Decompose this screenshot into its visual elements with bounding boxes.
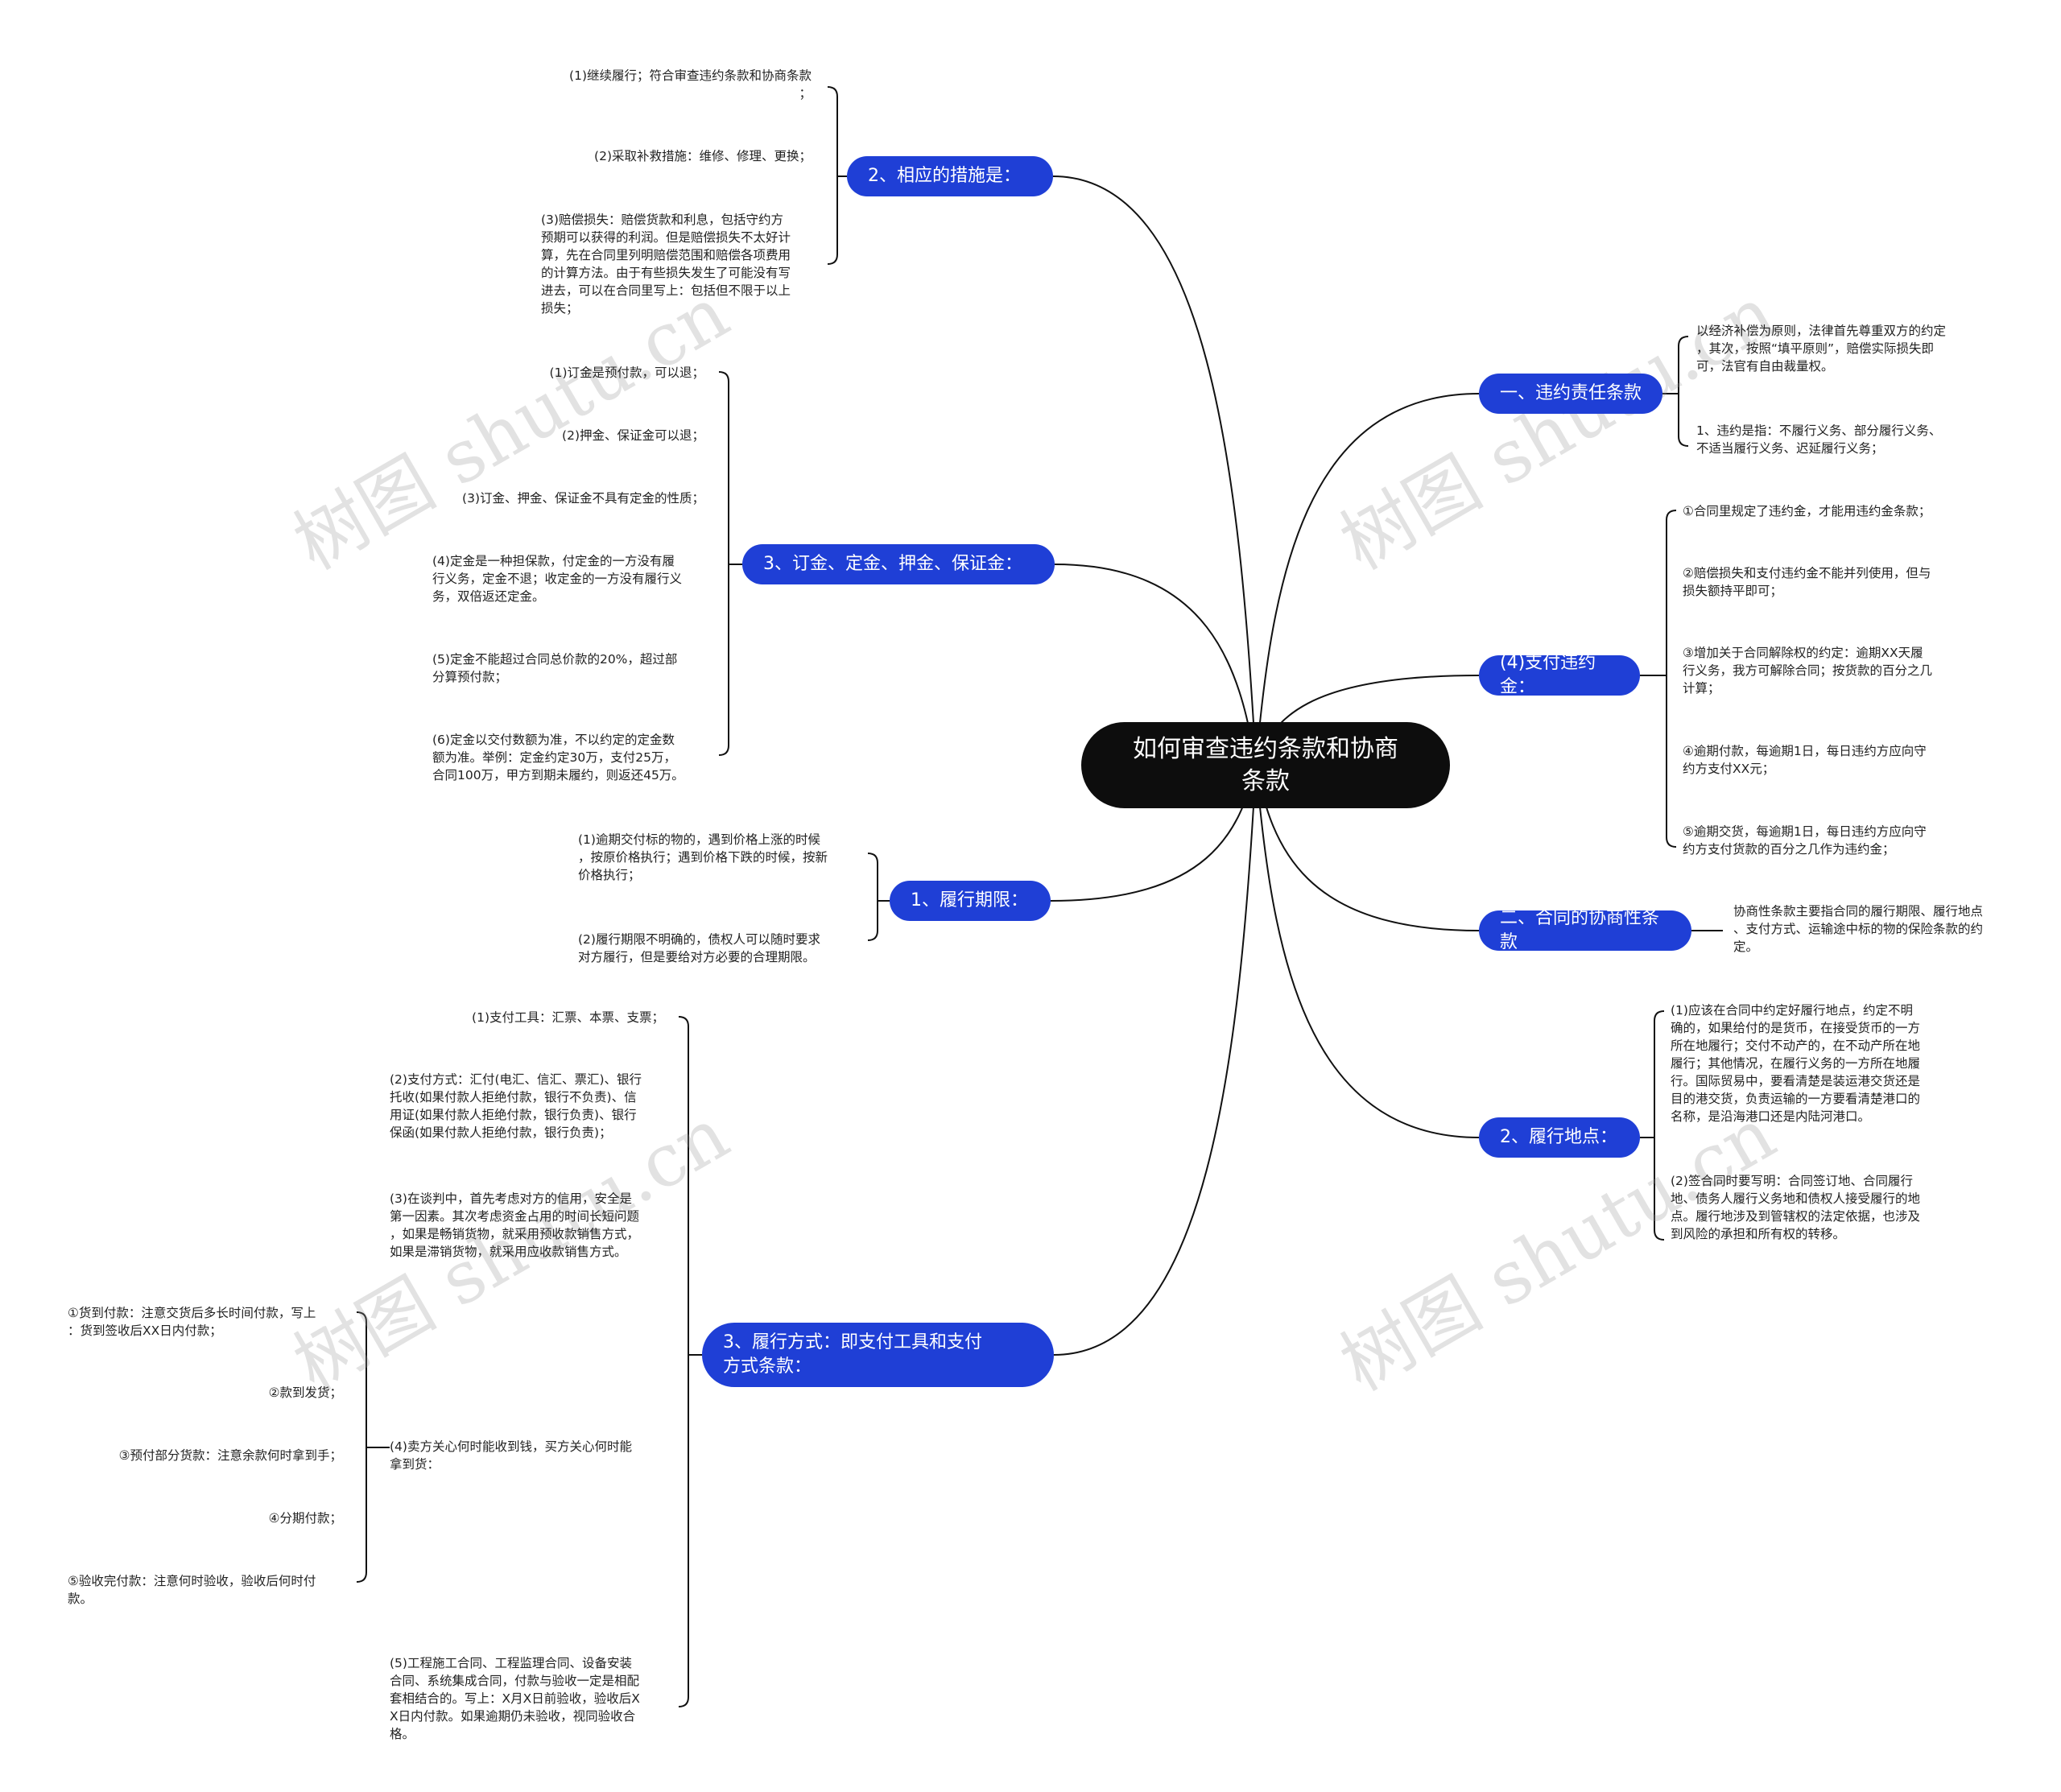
leaf-item: (1)订金是预付款，可以退；: [549, 365, 704, 380]
leaf-item: ③预付部分货款：注意余款何时拿到手；: [118, 1448, 342, 1463]
bracket-line: [1678, 336, 1689, 447]
leaf-item: (3)赔偿损失：赔偿货款和利息，包括守约方 预期可以获得的利润。但是赔偿损失不太…: [541, 213, 791, 316]
leaf-item: 以经济补偿为原则，法律首先尊重双方的约定 ，其次，按照“填平原则”，赔偿实际损失…: [1696, 324, 1947, 374]
branch-label: 一、违约责任条款: [1500, 383, 1642, 403]
leaf-item: (1)逾期交付标的物的，遇到价格上涨的时候 ，按原价格执行；遇到价格下跌的时候，…: [578, 832, 828, 882]
root-topic-label: 如何审查违约条款和协商 条款: [1133, 734, 1398, 795]
bracket-line: [867, 853, 878, 941]
leaf-item: ①合同里规定了违约金，才能用违约金条款；: [1683, 504, 1931, 518]
leaf-item: ④逾期付款，每逾期1日，每日违约方应向守 约方支付XX元；: [1683, 744, 1927, 776]
leaf-item: (2)签合同时要写明：合同签订地、合同履行 地、债务人履行义务地和债权人接受履行…: [1671, 1174, 1921, 1241]
branch-period[interactable]: 1、履行期限：: [890, 881, 1051, 921]
branch-label: 2、相应的措施是：: [868, 166, 1021, 186]
branch-label: 1、履行期限：: [911, 890, 1028, 910]
branch-deposit[interactable]: 3、订金、定金、押金、保证金：: [742, 544, 1055, 584]
leaf-item: (2)采取补救措施：维修、修理、更换；: [594, 149, 812, 163]
leaf-item: (1)支付工具：汇票、本票、支票；: [472, 1010, 664, 1025]
branch-payment[interactable]: 3、履行方式：即支付工具和支付 方式条款：: [702, 1323, 1054, 1387]
leaf-item: (3)在谈判中，首先考虑对方的信用，安全是 第一因素。其次考虑资金占用的时间长短…: [390, 1191, 640, 1259]
root-branch-connector: [1255, 393, 1480, 766]
leaf-item: 1、违约是指：不履行义务、部分履行义务、 不适当履行义务、迟延履行义务；: [1696, 423, 1942, 456]
leaf-item: 协商性条款主要指合同的履行期限、履行地点 、支付方式、运输途中标的物的保险条款的…: [1733, 904, 1984, 954]
leaf-item: (6)定金以交付数额为准，不以约定的定金数 额为准。举例：定金约定30万，支付2…: [432, 733, 684, 782]
branch-negotiation[interactable]: 二、合同的协商性条款: [1479, 908, 1691, 952]
leaf-item: ②赔偿损失和支付违约金不能并列使用，但与 损失额持平即可；: [1683, 566, 1931, 598]
branch-label: (4)支付违约金：: [1500, 653, 1596, 697]
branch-label: 3、订金、定金、押金、保证金：: [763, 554, 1022, 574]
bracket-line: [1654, 1010, 1665, 1241]
leaf-item: (2)履行期限不明确的，债权人可以随时要求 对方履行，但是要给对方必要的合理期限…: [578, 932, 820, 964]
leaf-item: ④分期付款；: [268, 1511, 342, 1526]
branch-label: 2、履行地点：: [1500, 1127, 1617, 1147]
leaf-item: ⑤验收完付款：注意何时验收，验收后何时付 款。: [68, 1574, 316, 1606]
branch-liability[interactable]: 一、违约责任条款: [1479, 374, 1662, 414]
leaf-item: ③增加关于合同解除权的约定：逾期XX天履 行义务，我方可解除合同；按货款的百分之…: [1683, 646, 1933, 696]
leaf-item: (5)工程施工合同、工程监理合同、设备安装 合同、系统集成合同，付款与验收一定是…: [390, 1656, 640, 1741]
branch-penalty[interactable]: (4)支付违约金：: [1479, 653, 1640, 697]
bracket-line: [678, 1016, 689, 1707]
leaf-item: ⑤逾期交货，每逾期1日，每日违约方应向守 约方支付货款的百分之几作为违约金；: [1683, 824, 1927, 857]
root-branch-connector: [1255, 764, 1480, 1138]
leaf-item: (2)支付方式：汇付(电汇、信汇、票汇)、银行 托收(如果付款人拒绝付款，银行不…: [390, 1072, 642, 1140]
leaf-item: ①货到付款：注意交货后多长时间付款，写上 ：货到签收后XX日内付款；: [68, 1306, 316, 1338]
leaf-item: (1)继续履行；符合审查违约条款和协商条款 ；: [569, 68, 812, 101]
leaf-item: (3)订金、押金、保证金不具有定金的性质；: [462, 491, 704, 506]
leaf-item: (1)应该在合同中约定好履行地点，约定不明 确的，如果给付的是货币，在接受货币的…: [1671, 1003, 1921, 1124]
root-branch-connector: [1052, 175, 1257, 766]
leaf-item: ②款到发货；: [268, 1385, 342, 1400]
leaf-item: (5)定金不能超过合同总价款的20%，超过部 分算预付款；: [432, 652, 678, 684]
branch-label: 二、合同的协商性条款: [1500, 908, 1660, 952]
leaf-item: (4)定金是一种担保款，付定金的一方没有履 行义务，定金不退；收定金的一方没有履…: [432, 554, 683, 604]
root-topic[interactable]: 如何审查违约条款和协商 条款: [1081, 722, 1450, 808]
bracket-line: [1666, 510, 1677, 848]
branch-place[interactable]: 2、履行地点：: [1479, 1117, 1640, 1158]
leaf-item: (4)卖方关心何时能收到钱，买方关心何时能 拿到货：: [390, 1439, 632, 1472]
leaf-item: (2)押金、保证金可以退；: [562, 428, 704, 443]
bracket-line: [356, 1311, 367, 1583]
branch-measures[interactable]: 2、相应的措施是：: [847, 156, 1053, 196]
root-branch-connector: [1053, 764, 1257, 1356]
branch-label: 3、履行方式：即支付工具和支付 方式条款：: [723, 1332, 982, 1377]
